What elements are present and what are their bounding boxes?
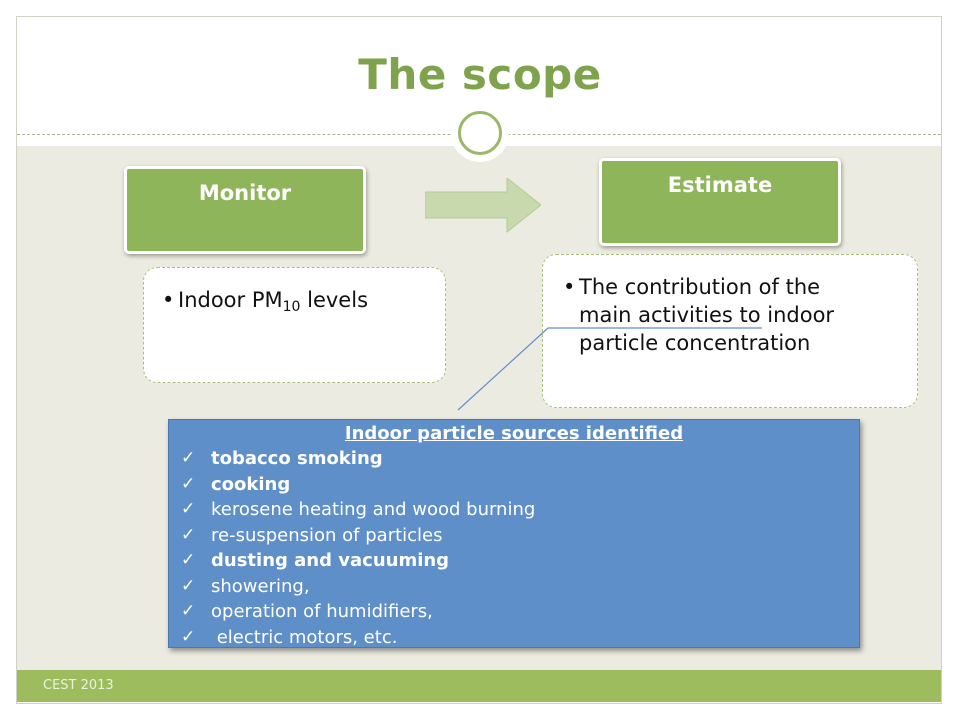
monitor-bullet: • Indoor PM10 levels bbox=[162, 286, 435, 321]
source-text: electric motors, etc. bbox=[211, 626, 398, 648]
pm-prefix: Indoor PM bbox=[178, 288, 283, 312]
circle-ornament-icon bbox=[458, 111, 502, 155]
estimate-box: Estimate bbox=[599, 158, 841, 246]
estimate-line-2: main activities to indoor bbox=[579, 303, 835, 327]
check-icon: ✓ bbox=[181, 448, 196, 468]
sources-list: ✓ tobacco smoking ✓ cooking ✓ kerosene heat… bbox=[169, 446, 859, 650]
source-text: operation of humidifiers, bbox=[211, 601, 433, 622]
bullet-icon: • bbox=[162, 288, 175, 312]
check-icon: ✓ bbox=[181, 601, 196, 621]
list-item: ✓ tobacco smoking bbox=[181, 446, 859, 472]
list-item: ✓ operation of humidifiers, bbox=[181, 599, 859, 625]
monitor-bullet-box: • Indoor PM10 levels bbox=[143, 267, 446, 383]
right-arrow-icon bbox=[425, 178, 541, 234]
estimate-bullet-box: • The contribution of the main activitie… bbox=[542, 254, 918, 408]
check-icon: ✓ bbox=[181, 575, 196, 596]
estimate-label: Estimate bbox=[667, 173, 773, 197]
monitor-label: Monitor bbox=[198, 181, 292, 205]
source-text: kerosene heating and wood burning bbox=[211, 499, 536, 520]
list-item: ✓ cooking bbox=[181, 472, 859, 498]
bullet-icon: • bbox=[563, 275, 576, 299]
estimate-bullet-text: The contribution of the main activities … bbox=[579, 273, 834, 357]
check-icon: ✓ bbox=[181, 499, 196, 519]
check-icon: ✓ bbox=[181, 473, 196, 494]
check-icon: ✓ bbox=[181, 550, 196, 570]
estimate-line-1: The contribution of the bbox=[579, 275, 821, 299]
estimate-line-3: particle concentration bbox=[579, 331, 811, 355]
sources-panel: Indoor particle sources identified ✓ toba… bbox=[168, 419, 860, 648]
list-item: ✓ dusting and vacuuming bbox=[181, 548, 859, 574]
source-text: showering, bbox=[211, 575, 310, 597]
pm-suffix: levels bbox=[300, 288, 369, 312]
footer-text: CEST 2013 bbox=[43, 678, 114, 693]
footer-bar: CEST 2013 bbox=[17, 670, 941, 702]
slide-title: The scope bbox=[358, 50, 602, 99]
list-item: ✓ showering, bbox=[181, 574, 859, 600]
list-item: ✓ re-suspension of particles bbox=[181, 523, 859, 549]
check-icon: ✓ bbox=[181, 626, 196, 647]
check-icon: ✓ bbox=[181, 524, 196, 545]
monitor-box: Monitor bbox=[124, 166, 366, 254]
monitor-bullet-text: Indoor PM10 levels bbox=[178, 286, 368, 321]
sources-title: Indoor particle sources identified bbox=[344, 423, 684, 444]
source-text: re-suspension of particles bbox=[211, 524, 443, 546]
source-text: dusting and vacuuming bbox=[211, 550, 450, 571]
estimate-bullet: • The contribution of the main activitie… bbox=[563, 273, 907, 357]
list-item: ✓ electric motors, etc. bbox=[181, 625, 859, 651]
list-item: ✓ kerosene heating and wood burning bbox=[181, 497, 859, 523]
pm-subscript: 10 bbox=[282, 299, 301, 315]
source-text: cooking bbox=[211, 473, 291, 495]
source-text: tobacco smoking bbox=[211, 448, 383, 469]
